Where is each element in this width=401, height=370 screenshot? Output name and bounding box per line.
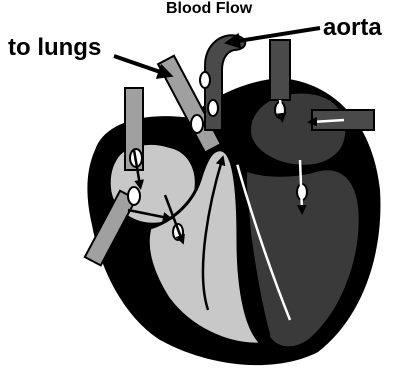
ivc-valve: [128, 187, 140, 205]
lungs-label: to lungs: [8, 36, 101, 60]
pulmonary-vein-top: [270, 40, 290, 100]
pulmonary-valve: [208, 100, 218, 116]
tricuspid-valve: [191, 115, 203, 133]
aortic-valve: [200, 72, 210, 88]
diagram-title: Blood Flow: [166, 1, 252, 17]
aorta-label: aorta: [323, 16, 382, 40]
